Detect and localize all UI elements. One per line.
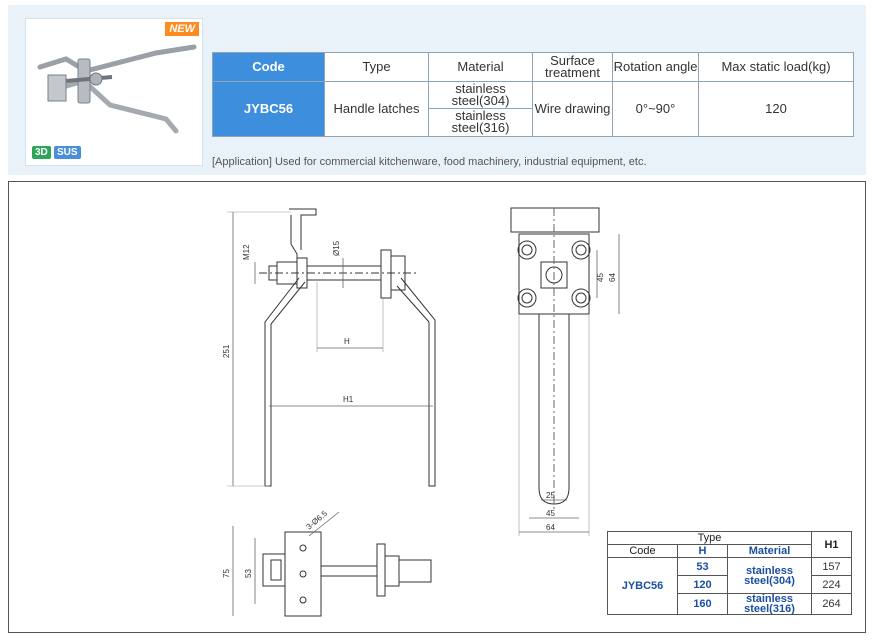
bottom-nut	[262, 553, 286, 587]
handle-latch-photo	[37, 44, 197, 134]
handle-right	[396, 277, 436, 487]
type-h-160: 160	[677, 593, 728, 615]
handle-left	[264, 277, 306, 487]
spec-load: 120	[698, 81, 854, 137]
type-h-53: 53	[677, 557, 728, 576]
h-header: H	[677, 544, 728, 558]
dim-m12: M12	[242, 244, 251, 260]
spec-header-type: Type	[324, 52, 429, 82]
type-h-120: 120	[677, 575, 728, 594]
dim-45: 45	[596, 273, 605, 282]
3d-badge[interactable]: 3D	[32, 146, 51, 159]
dim-45b: 45	[546, 509, 555, 518]
bracket-lower	[290, 215, 298, 274]
technical-drawing: M12 Ø15 H H1 251 45 64 25 45 64 3-Ø6.5 7…	[8, 181, 866, 633]
code-header: Code	[607, 544, 678, 558]
mount-bracket	[289, 208, 317, 250]
type-h1-224: 224	[811, 575, 852, 594]
dim-d15: Ø15	[332, 240, 341, 256]
spec-material-304: stainless steel(304)	[429, 82, 532, 109]
spec-material-316: stainless steel(316)	[451, 108, 510, 135]
type-code: JYBC56	[607, 557, 678, 615]
dim-64: 64	[608, 273, 617, 282]
dim-h: H	[344, 337, 350, 346]
type-table: Type H1 Code H Material JYBC56 53 stainl…	[607, 531, 852, 615]
spec-material: stainless steel(304) stainless steel(316…	[428, 81, 533, 137]
type-material-304: stainless steel(304)	[727, 557, 812, 594]
spec-header-rotation: Rotation angle	[612, 52, 699, 82]
material-header: Material	[727, 544, 812, 558]
top-plate	[510, 207, 600, 233]
product-header-panel: NEW 3D SUS Code Type Material Surface tr…	[8, 5, 866, 175]
type-h1-264: 264	[811, 593, 852, 615]
spec-type: Handle latches	[324, 81, 429, 137]
type-h1-157: 157	[811, 557, 852, 576]
type-header: Type	[607, 531, 812, 545]
product-image[interactable]: NEW 3D SUS	[25, 18, 203, 166]
new-badge: NEW	[165, 22, 199, 36]
sus-badge: SUS	[54, 146, 81, 159]
spec-code: JYBC56	[212, 81, 325, 137]
dim-75: 75	[222, 569, 231, 578]
bottom-washer	[376, 543, 386, 597]
spec-header-surface: Surface treatment	[532, 52, 613, 82]
dim-53: 53	[244, 569, 253, 578]
drawing-canvas: M12 Ø15 H H1 251 45 64 25 45 64 3-Ø6.5 7…	[222, 207, 620, 617]
application-note: [Application] Used for commercial kitche…	[212, 156, 647, 168]
h1-header: H1	[811, 531, 852, 558]
bottom-cam	[398, 559, 432, 583]
dim-h1: H1	[343, 395, 354, 404]
dim-251: 251	[222, 344, 231, 358]
spec-table: Code Type Material Surface treatment Rot…	[212, 52, 854, 137]
mount-plate	[518, 233, 590, 315]
spec-rotation: 0°~90°	[612, 81, 699, 137]
spec-header-load: Max static load(kg)	[698, 52, 854, 82]
dim-64b: 64	[546, 523, 555, 532]
washer-right	[380, 249, 392, 299]
type-material-316: stainless steel(316)	[727, 593, 812, 615]
spec-surface: Wire drawing	[532, 81, 613, 137]
dim-hole: 3-Ø6.5	[305, 509, 330, 532]
bottom-shaft	[320, 565, 378, 577]
spec-header-code: Code	[212, 52, 325, 82]
spec-header-material: Material	[428, 52, 533, 82]
dim-25: 25	[546, 491, 555, 500]
